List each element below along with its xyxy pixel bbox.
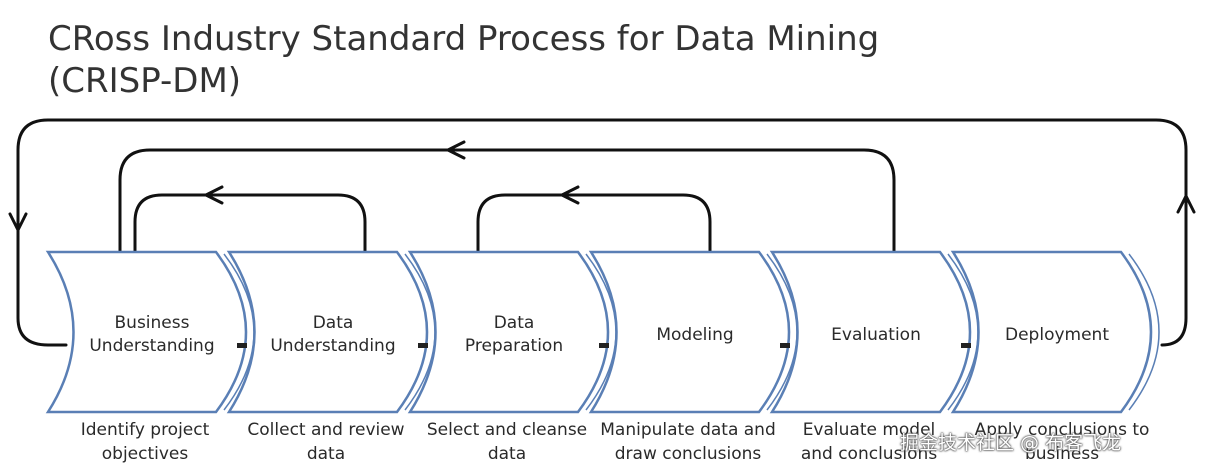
- stage-description-line: Collect and review: [247, 420, 405, 440]
- stage-description-line: business: [1024, 444, 1100, 464]
- stage-description-line: Evaluate model: [802, 420, 936, 440]
- stage-connector: [237, 343, 247, 348]
- stage-label: Preparation: [465, 336, 563, 356]
- diagram-title: CRoss Industry Standard Process for Data…: [48, 18, 1048, 102]
- stage-connector: [599, 343, 609, 348]
- stage-description-line: objectives: [101, 444, 189, 464]
- stage-description: Evaluate model and conclusions: [780, 418, 958, 466]
- stage-deployment: Deployment: [950, 250, 1160, 414]
- stage-label: Data: [494, 313, 535, 333]
- title-line-1: CRoss Industry Standard Process for Data…: [48, 19, 880, 59]
- stage-description: Select and cleanse data: [418, 418, 596, 466]
- stage-label: Evaluation: [831, 325, 921, 345]
- arrow-middle-left: [446, 140, 466, 160]
- stage-label: Data: [313, 313, 354, 333]
- stage-shape: [45, 250, 248, 414]
- stage-label: Deployment: [1005, 325, 1109, 345]
- stage-description-line: data: [487, 444, 527, 464]
- loop-outer: [16, 118, 1188, 347]
- stages-layer: BusinessUnderstandingDataUnderstandingDa…: [45, 250, 1160, 414]
- stage-description: Apply conclusions to business: [973, 418, 1151, 466]
- stage-description-line: draw conclusions: [614, 444, 762, 464]
- stage-shape: [407, 250, 610, 414]
- loop-evaluation-business: [118, 148, 896, 254]
- watermark: 掘金技术社区 @ 布客飞龙: [900, 432, 1122, 454]
- stage-description: Manipulate data and draw conclusions: [599, 418, 777, 466]
- stage-description-line: data: [306, 444, 346, 464]
- stage-description: Collect and review data: [237, 418, 415, 466]
- stage-description-line: Identify project: [80, 420, 210, 440]
- stage-evaluation: Evaluation: [769, 250, 979, 414]
- stage-label: Understanding: [89, 336, 214, 356]
- stage-description: Identify project objectives: [56, 418, 234, 466]
- stage-shape: [226, 250, 429, 414]
- arrow-modeling-left: [560, 185, 580, 205]
- stage-shape: [769, 250, 972, 414]
- stage-description-line: Manipulate data and: [600, 420, 776, 440]
- stage-connector: [418, 343, 428, 348]
- stage-modeling: Modeling: [588, 250, 798, 414]
- stage-label: Business: [115, 313, 190, 333]
- arrow-data-left: [204, 185, 224, 205]
- loop-data-business: [133, 193, 367, 254]
- title-line-2: (CRISP-DM): [48, 61, 242, 101]
- stage-description-line: Apply conclusions to: [974, 420, 1150, 440]
- arrow-outer-down: [8, 212, 28, 232]
- arrow-outer-up: [1176, 194, 1196, 214]
- loop-modeling-preparation: [476, 193, 712, 254]
- stage-shape: [950, 250, 1153, 414]
- stage-description-line: Select and cleanse: [426, 420, 588, 440]
- stage-label: Modeling: [656, 325, 733, 345]
- stage-shape: [588, 250, 791, 414]
- stage-connector: [961, 343, 971, 348]
- stage-description-line: and conclusions: [800, 444, 938, 464]
- stage-edge: [1128, 253, 1160, 411]
- stage-label: Understanding: [270, 336, 395, 356]
- stage-connector: [780, 343, 790, 348]
